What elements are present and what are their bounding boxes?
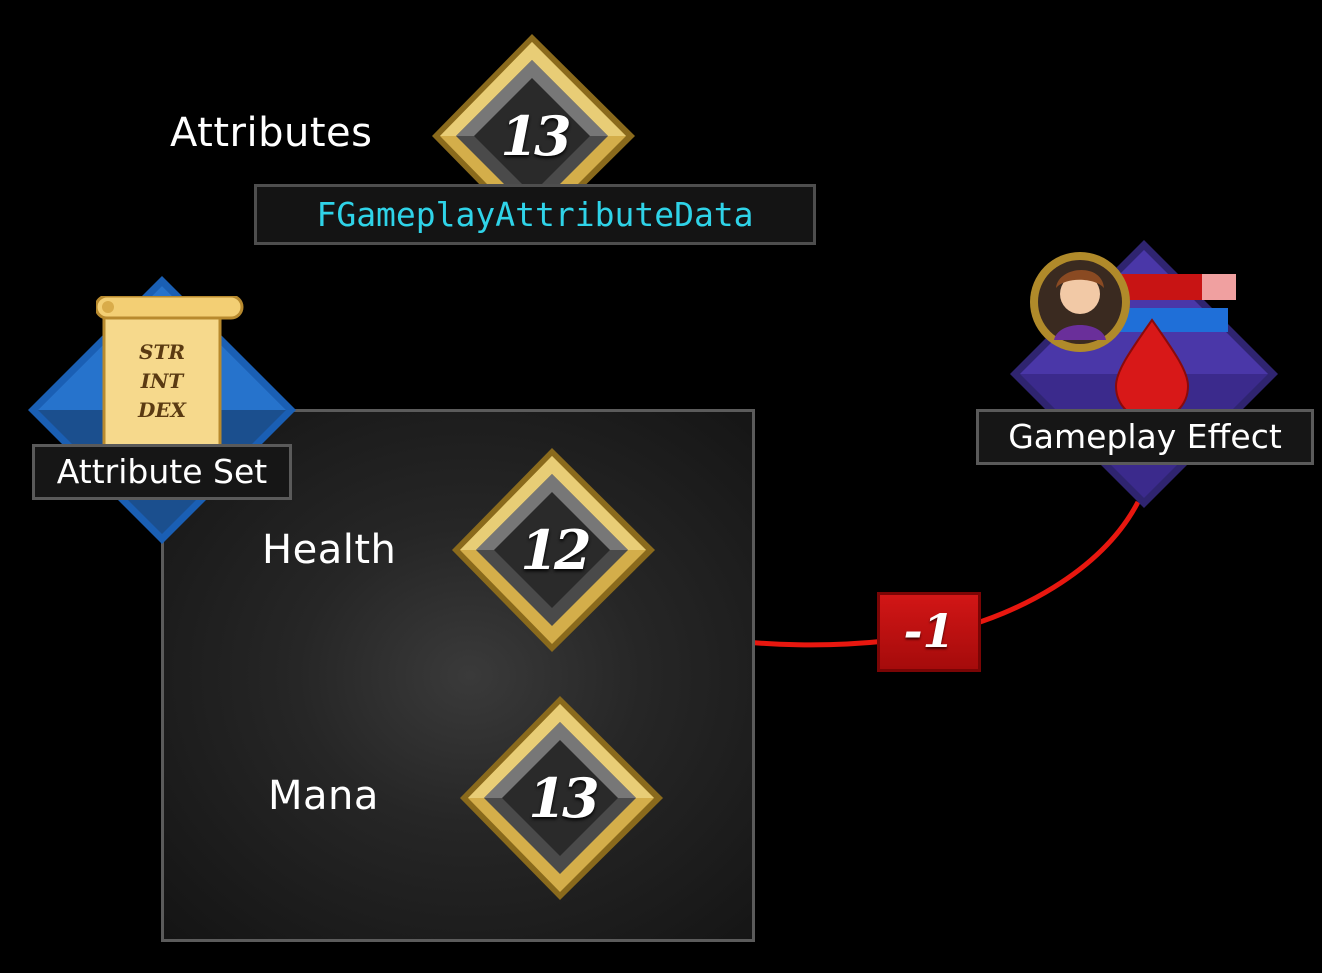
scroll-line-dex: DEX [137, 398, 187, 422]
health-label: Health [262, 527, 397, 573]
mana-value: 13 [528, 766, 599, 830]
attribute-set-tag: Attribute Set [32, 444, 292, 500]
gameplay-effect-label: Gameplay Effect [1008, 417, 1282, 456]
scroll-stats: STR INT DEX [104, 338, 220, 425]
attributes-value: 13 [500, 104, 571, 168]
health-value-gem: 12 [452, 448, 656, 652]
attributes-label: Attributes [170, 110, 373, 156]
struct-name: FGameplayAttributeData [316, 195, 754, 234]
modifier-value: -1 [903, 604, 955, 658]
scroll-line-int: INT [140, 369, 184, 393]
scroll-icon [96, 296, 244, 454]
modifier-badge: -1 [877, 592, 981, 672]
scroll-line-str: STR [139, 340, 185, 364]
attribute-set-label: Attribute Set [56, 452, 268, 491]
struct-name-box: FGameplayAttributeData [254, 184, 816, 245]
gameplay-effect-tag: Gameplay Effect [976, 409, 1314, 465]
health-value: 12 [520, 518, 591, 582]
mana-label: Mana [268, 773, 379, 819]
gameplay-effect-icon [1010, 240, 1278, 508]
mana-value-gem: 13 [460, 696, 664, 900]
